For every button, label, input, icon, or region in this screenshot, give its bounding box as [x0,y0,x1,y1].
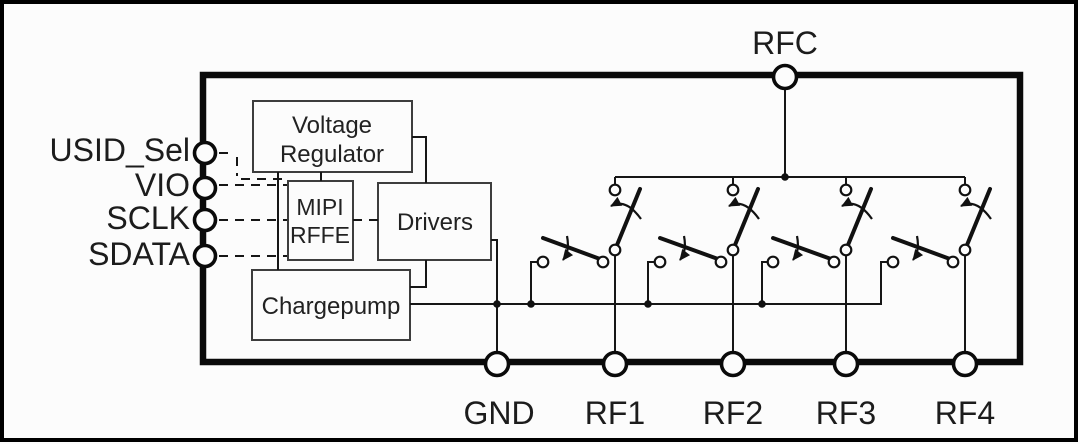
wire-drivers-to-gnd [491,239,498,352]
pin-circle-rf1 [601,350,629,378]
contact-rf1-shunt-right [596,255,610,269]
pin-label-sclk: SCLK [106,200,190,236]
series-switch-blade-rf4 [965,187,992,247]
contact-rf3-shunt-left [766,255,780,269]
pin-label-usid-sel: USID_Sel [50,132,191,168]
contact-rf1-series-bottom [608,243,622,257]
pin-label-gnd: GND [463,395,534,431]
wire-rf3-shunt-to-bus [761,261,768,304]
shunt-switch-arrow-rf1 [562,235,574,261]
pin-circle-rf4 [951,350,979,378]
mipi-rffe-box [287,180,354,261]
switch-group-rf3 [766,183,873,269]
contact-rf2-shunt-left [653,255,667,269]
junction-dot-gnd [493,300,501,308]
chargepump-label: Chargepump [262,293,401,320]
pin-label-rfc: RFC [752,25,818,61]
contact-rf1-series-top [608,183,622,197]
pin-circle-rf2 [719,350,747,378]
contact-rf4-shunt-right [946,255,960,269]
shunt-switch-arrow-rf3 [792,235,804,261]
junction-dot-rfc [781,173,789,181]
shunt-switch-arrow-rf2 [679,235,691,261]
pin-circle-gnd [483,350,511,378]
junction-dot-rf2-shunt [644,300,652,308]
wire-vreg-to-drivers [412,136,427,183]
switch-group-rf1 [536,183,642,269]
drivers-box [377,182,492,261]
contact-rf2-series-top [726,183,740,197]
pin-circle-usid-sel [192,140,218,166]
pin-circle-vio [192,175,218,201]
contact-rf3-series-bottom [839,243,853,257]
pin-label-rf4: RF4 [935,395,995,431]
pin-label-sdata: SDATA [88,236,191,272]
pin-circle-sclk [192,207,218,233]
series-switch-arrow-rf2 [728,196,760,220]
shunt-switch-arrow-rf4 [912,235,924,261]
shunt-switch-blade-rf1 [541,236,602,261]
contact-rf2-shunt-right [714,255,728,269]
mipi-rffe-label-line2: RFFE [290,222,350,248]
switch-group-rf2 [653,183,760,269]
wire-drivers-to-chargepump [410,260,427,288]
pin-label-vio: VIO [135,167,190,203]
series-switch-arrow-rf3 [841,196,873,220]
pin-circle-rfc [771,63,799,91]
shunt-switch-blade-rf2 [658,236,720,261]
wire-rf2-shunt-to-bus [647,261,655,304]
voltage-regulator-label-line1: Voltage [292,112,372,139]
switch-group-rf4 [886,183,992,269]
wire-rf1-shunt-to-bus [530,261,538,304]
pin-label-rf1: RF1 [585,395,645,431]
contact-rf1-shunt-left [536,255,550,269]
junction-dot-rf1-shunt [527,300,535,308]
contact-rf4-shunt-left [886,255,900,269]
series-switch-arrow-rf4 [960,196,992,220]
mipi-rffe-label-line1: MIPI [296,194,343,220]
contact-rf4-series-top [958,183,972,197]
junction-dot-rf3-shunt [758,300,766,308]
pin-circle-rf3 [832,350,860,378]
chargepump-box [251,269,411,341]
contact-rf3-series-top [839,183,853,197]
contact-rf3-shunt-right [827,255,841,269]
contact-rf2-series-bottom [726,243,740,257]
shunt-switch-blade-rf4 [891,236,952,261]
series-switch-blade-rf3 [846,187,873,247]
voltage-regulator-label-line2: Regulator [280,141,384,168]
pin-label-rf2: RF2 [703,395,763,431]
series-switch-arrow-rf1 [610,196,642,220]
pin-circle-sdata [192,243,218,269]
shunt-switch-blade-rf3 [771,236,833,261]
contact-rf4-series-bottom [958,243,972,257]
pin-label-rf3: RF3 [816,395,876,431]
drivers-label: Drivers [397,209,473,236]
series-switch-blade-rf1 [615,187,642,247]
series-switch-blade-rf2 [733,187,760,247]
